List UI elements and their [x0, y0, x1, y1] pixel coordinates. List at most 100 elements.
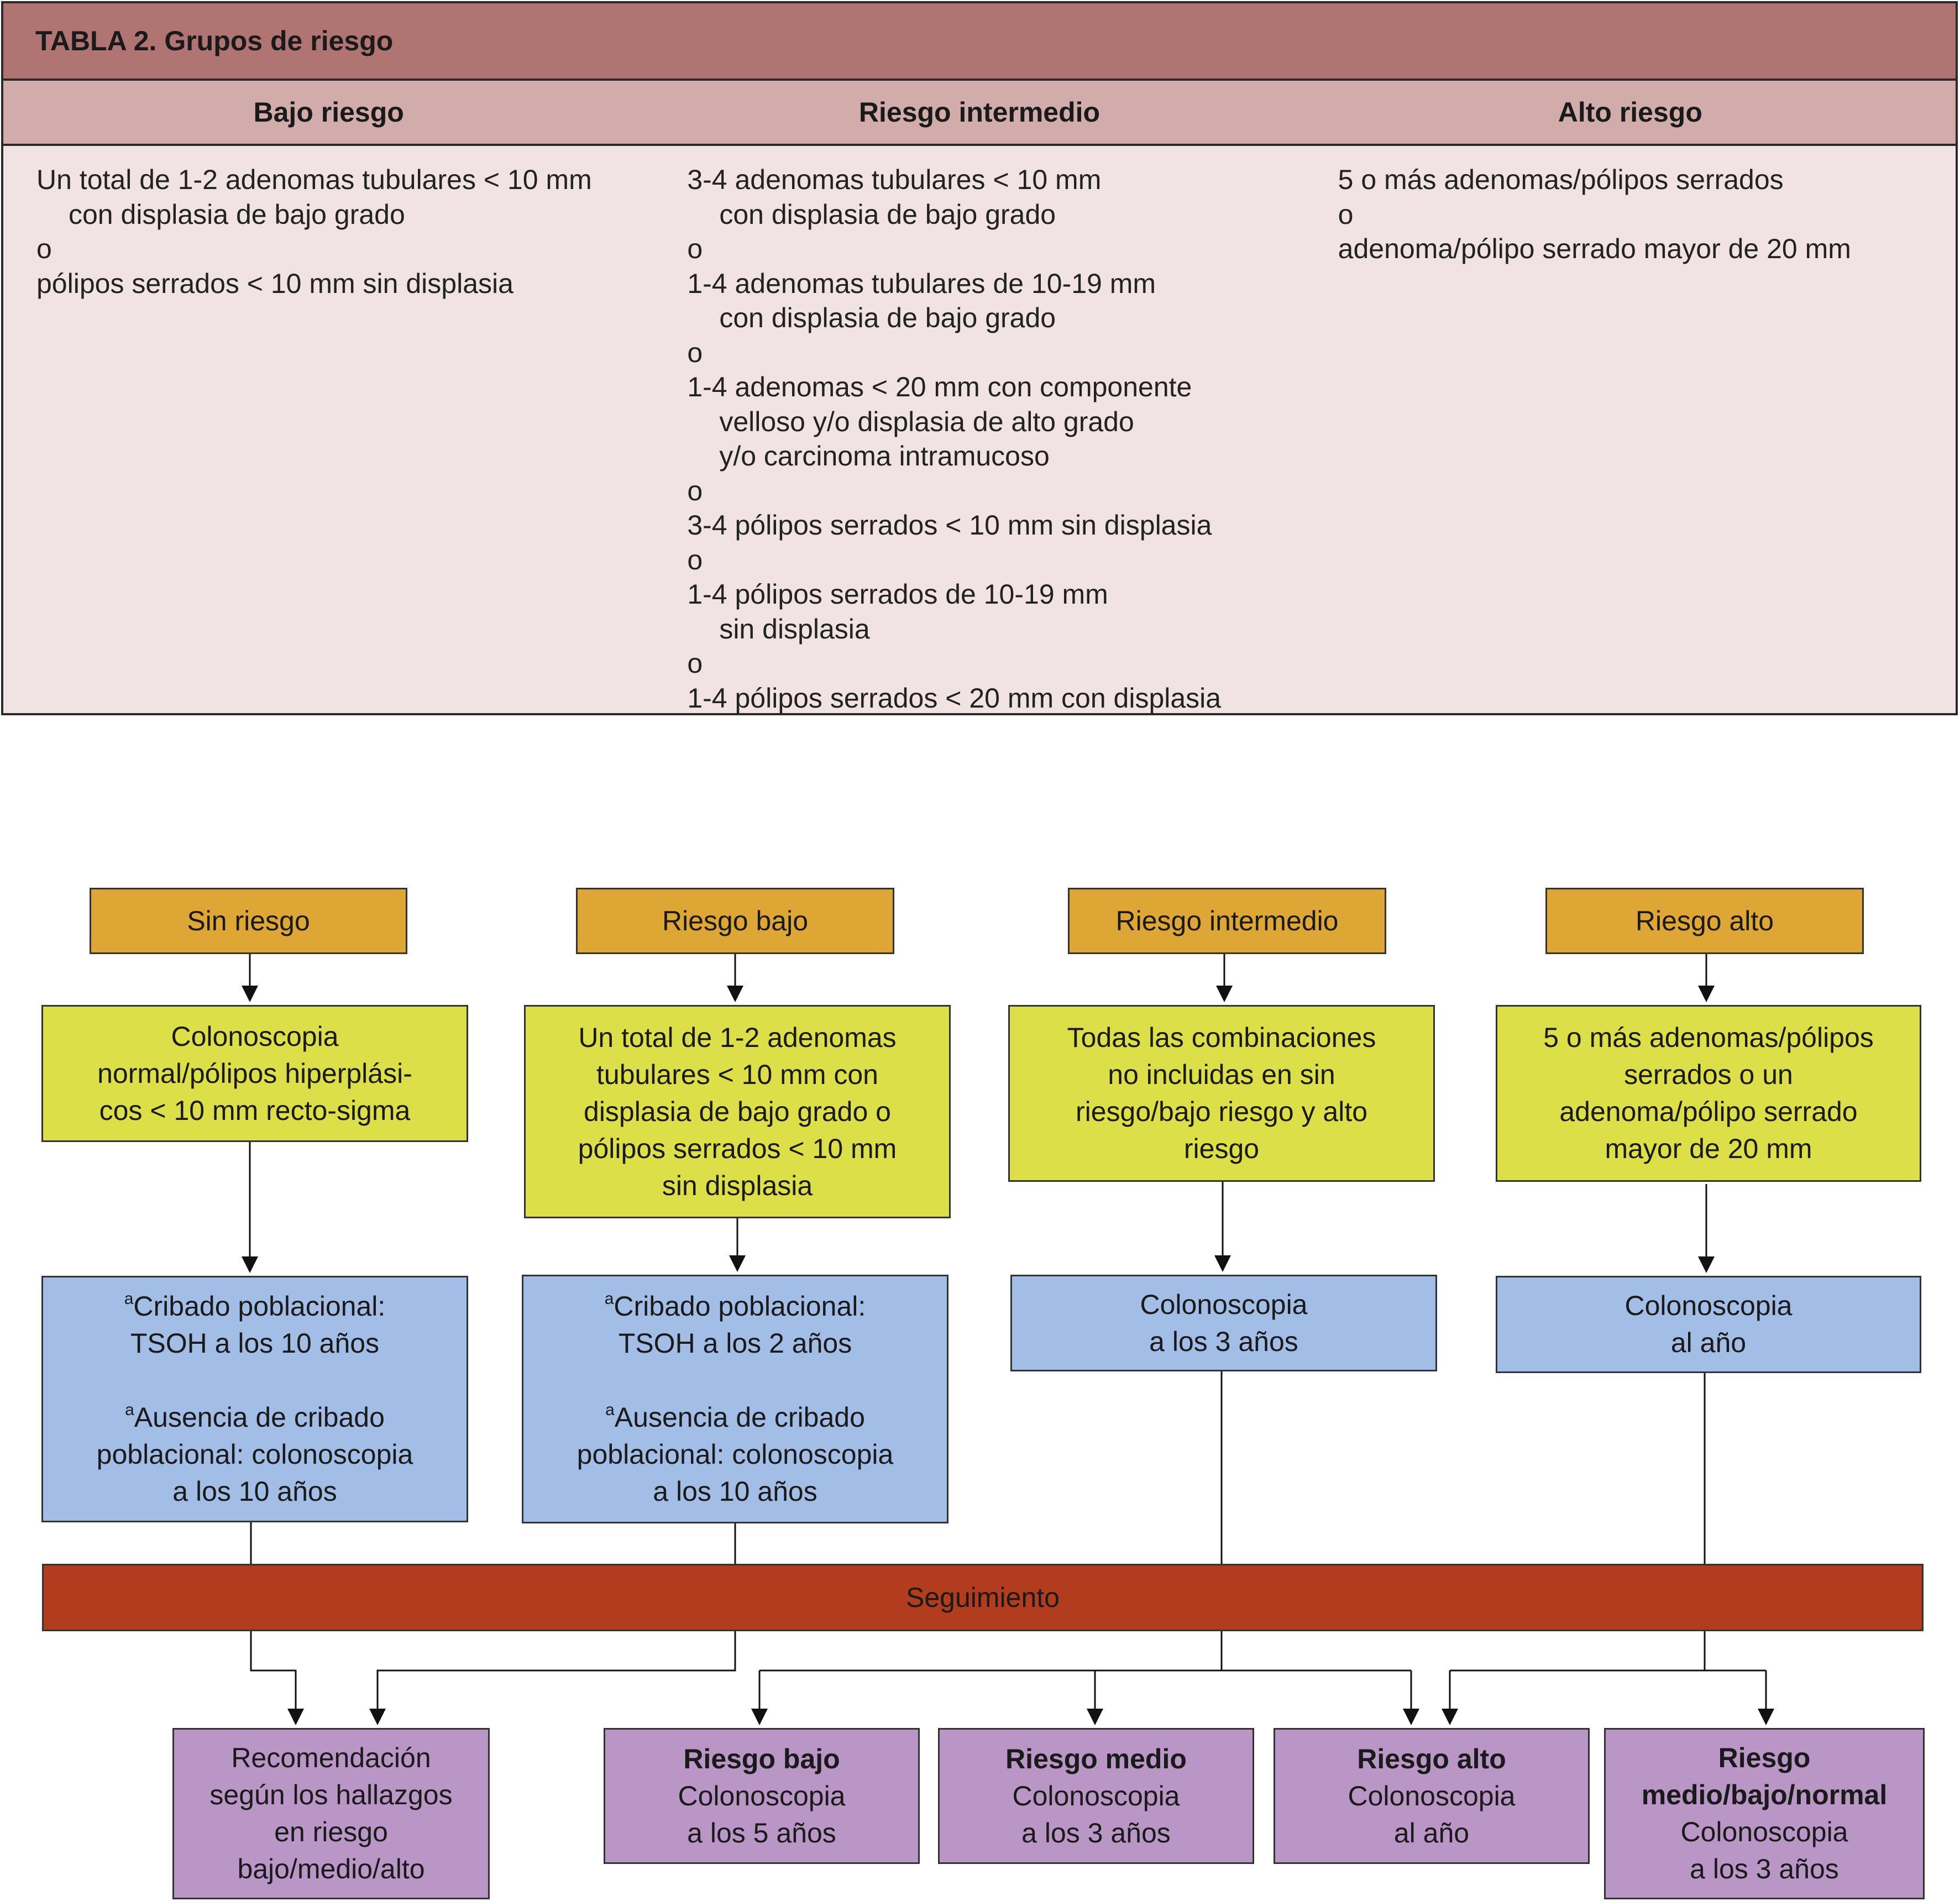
- action-sin-riesgo: aCribado poblacional: TSOH a los 10 años…: [41, 1276, 468, 1522]
- action-riesgo-intermedio: Colonoscopia a los 3 años: [1010, 1275, 1437, 1371]
- outcome-riesgo-medio-bajo-normal: Riesgo medio/bajo/normal Colonoscopia a …: [1604, 1728, 1925, 1899]
- action-line: poblacional: colonoscopia: [577, 1439, 894, 1470]
- cell-line: adenoma/pólipo serrado mayor de 20 mm: [1338, 233, 1851, 264]
- action-line: aAusencia de cribado: [605, 1399, 865, 1436]
- outcome-recomendacion: Recomendación según los hallazgos en rie…: [172, 1728, 490, 1899]
- arrow-sin-rec: [250, 1631, 304, 1725]
- outcome-line: bajo/medio/alto: [237, 1853, 425, 1884]
- footnote-marker: a: [125, 1401, 134, 1419]
- table-header-row: Bajo riesgo Riesgo intermedio Alto riesg…: [3, 81, 1956, 146]
- cell-alto-riesgo: 5 o más adenomas/pólipos serrados o aden…: [1305, 163, 1956, 715]
- group-label: Sin riesgo: [187, 905, 310, 936]
- outcome-line: a los 3 años: [1021, 1817, 1171, 1848]
- outcome-title: Riesgo: [1718, 1742, 1811, 1773]
- cell-line: o: [687, 475, 703, 506]
- header-bajo-riesgo: Bajo riesgo: [253, 97, 404, 128]
- action-text: Cribado poblacional:: [614, 1291, 866, 1322]
- group-riesgo-bajo: Riesgo bajo: [576, 888, 894, 954]
- footnote-marker: a: [124, 1290, 134, 1308]
- cell-line: y/o carcinoma intramucoso: [719, 441, 1050, 472]
- cell-line: o: [687, 233, 703, 264]
- outcome-line: en riesgo: [274, 1816, 388, 1847]
- footnote-marker: a: [604, 1290, 614, 1308]
- cell-line: pólipos serrados < 10 mm sin displasia: [36, 268, 513, 299]
- cell-line: 3-4 pólipos serrados < 10 mm sin displas…: [687, 510, 1212, 541]
- seguimiento-label: Seguimiento: [906, 1581, 1060, 1613]
- criteria-line: riesgo: [1183, 1133, 1260, 1164]
- outcome-line: a los 5 años: [687, 1817, 836, 1848]
- cell-line: velloso y/o displasia de alto grado: [719, 406, 1134, 437]
- cell-line: 1-4 pólipos serrados de 10-19 mm: [687, 579, 1108, 610]
- outcome-line: al año: [1393, 1817, 1470, 1848]
- cell-line: o: [1338, 198, 1354, 230]
- cell-line: Un total de 1-2 adenomas tubulares < 10 …: [36, 164, 592, 195]
- criteria-line: displasia de bajo grado o: [584, 1096, 891, 1127]
- criteria-line: serrados o un: [1624, 1059, 1793, 1090]
- cell-riesgo-intermedio: 3-4 adenomas tubulares < 10 mm con displ…: [654, 163, 1304, 715]
- outcome-title: medio/bajo/normal: [1641, 1779, 1888, 1810]
- criteria-line: Colonoscopia: [171, 1020, 339, 1052]
- table-body-row: Un total de 1-2 adenomas tubulares < 10 …: [3, 146, 1956, 715]
- cell-line: con displasia de bajo grado: [719, 198, 1056, 230]
- action-line: a los 3 años: [1149, 1326, 1298, 1357]
- outcome-title: Riesgo alto: [1357, 1743, 1506, 1774]
- group-sin-riesgo: Sin riesgo: [90, 888, 407, 954]
- criteria-line: Un total de 1-2 adenomas: [578, 1022, 897, 1053]
- cell-line: 1-4 adenomas < 20 mm con componente: [687, 371, 1192, 402]
- action-line: poblacional: colonoscopia: [96, 1439, 413, 1470]
- criteria-line: no incluidas en sin: [1108, 1059, 1335, 1090]
- outcome-line: Colonoscopia: [1680, 1816, 1848, 1847]
- action-line: Colonoscopia: [1140, 1289, 1308, 1320]
- outcome-riesgo-alto: Riesgo alto Colonoscopia al año: [1274, 1728, 1590, 1864]
- cell-line: 1-4 pólipos serrados < 20 mm con displas…: [687, 682, 1222, 714]
- footnote-marker: a: [605, 1401, 615, 1419]
- criteria-line: tubulares < 10 mm con: [596, 1059, 878, 1090]
- action-line: TSOH a los 10 años: [130, 1328, 380, 1359]
- cell-line: sin displasia: [719, 613, 870, 645]
- arrow-bajo-rec: [369, 1631, 736, 1725]
- action-line: aCribado poblacional:: [605, 1288, 866, 1325]
- criteria-line: cos < 10 mm recto-sigma: [99, 1094, 411, 1126]
- action-text: Ausencia de cribado: [134, 1402, 385, 1433]
- action-text: Ausencia de cribado: [614, 1402, 865, 1433]
- cell-line: o: [687, 544, 703, 575]
- criteria-line: pólipos serrados < 10 mm: [578, 1133, 897, 1164]
- criteria-riesgo-bajo: Un total de 1-2 adenomas tubulares < 10 …: [524, 1005, 951, 1218]
- criteria-line: adenoma/pólipo serrado: [1559, 1096, 1858, 1127]
- group-riesgo-alto: Riesgo alto: [1545, 888, 1864, 954]
- cell-line: 1-4 adenomas tubulares de 10-19 mm: [687, 268, 1156, 299]
- outcome-line: Colonoscopia: [678, 1780, 846, 1811]
- cell-bajo-riesgo: Un total de 1-2 adenomas tubulares < 10 …: [3, 163, 654, 715]
- cell-line: o: [36, 233, 52, 264]
- group-label: Riesgo alto: [1635, 905, 1774, 936]
- criteria-line: mayor de 20 mm: [1605, 1133, 1812, 1164]
- group-riesgo-intermedio: Riesgo intermedio: [1068, 888, 1386, 954]
- action-riesgo-alto: Colonoscopia al año: [1496, 1276, 1921, 1373]
- criteria-line: 5 o más adenomas/pólipos: [1543, 1022, 1874, 1053]
- action-line: TSOH a los 2 años: [618, 1328, 852, 1359]
- action-line: a los 10 años: [653, 1476, 817, 1507]
- cell-line: o: [687, 648, 703, 679]
- criteria-riesgo-intermedio: Todas las combinaciones no incluidas en …: [1008, 1005, 1435, 1182]
- criteria-line: normal/pólipos hiperplási-: [97, 1057, 412, 1089]
- cell-line: con displasia de bajo grado: [719, 302, 1056, 333]
- cell-line: 5 o más adenomas/pólipos serrados: [1338, 164, 1784, 195]
- action-line: a los 10 años: [172, 1476, 337, 1507]
- header-alto-riesgo: Alto riesgo: [1558, 97, 1702, 128]
- criteria-line: sin displasia: [662, 1170, 813, 1201]
- seguimiento-bar: Seguimiento: [42, 1564, 1924, 1631]
- action-line: al año: [1670, 1327, 1747, 1358]
- action-riesgo-bajo: aCribado poblacional: TSOH a los 2 años …: [522, 1275, 948, 1523]
- criteria-sin-riesgo: Colonoscopia normal/pólipos hiperplási- …: [41, 1005, 468, 1142]
- outcome-riesgo-bajo: Riesgo bajo Colonoscopia a los 5 años: [604, 1728, 920, 1864]
- criteria-line: riesgo/bajo riesgo y alto: [1075, 1096, 1368, 1127]
- outcome-line: Colonoscopia: [1348, 1780, 1516, 1811]
- cell-line: o: [687, 337, 703, 368]
- outcome-line: a los 3 años: [1690, 1853, 1839, 1884]
- group-label: Riesgo intermedio: [1115, 905, 1339, 936]
- header-riesgo-intermedio: Riesgo intermedio: [858, 97, 1100, 128]
- group-label: Riesgo bajo: [662, 905, 809, 936]
- criteria-line: Todas las combinaciones: [1067, 1022, 1376, 1053]
- outcome-line: según los hallazgos: [209, 1779, 453, 1810]
